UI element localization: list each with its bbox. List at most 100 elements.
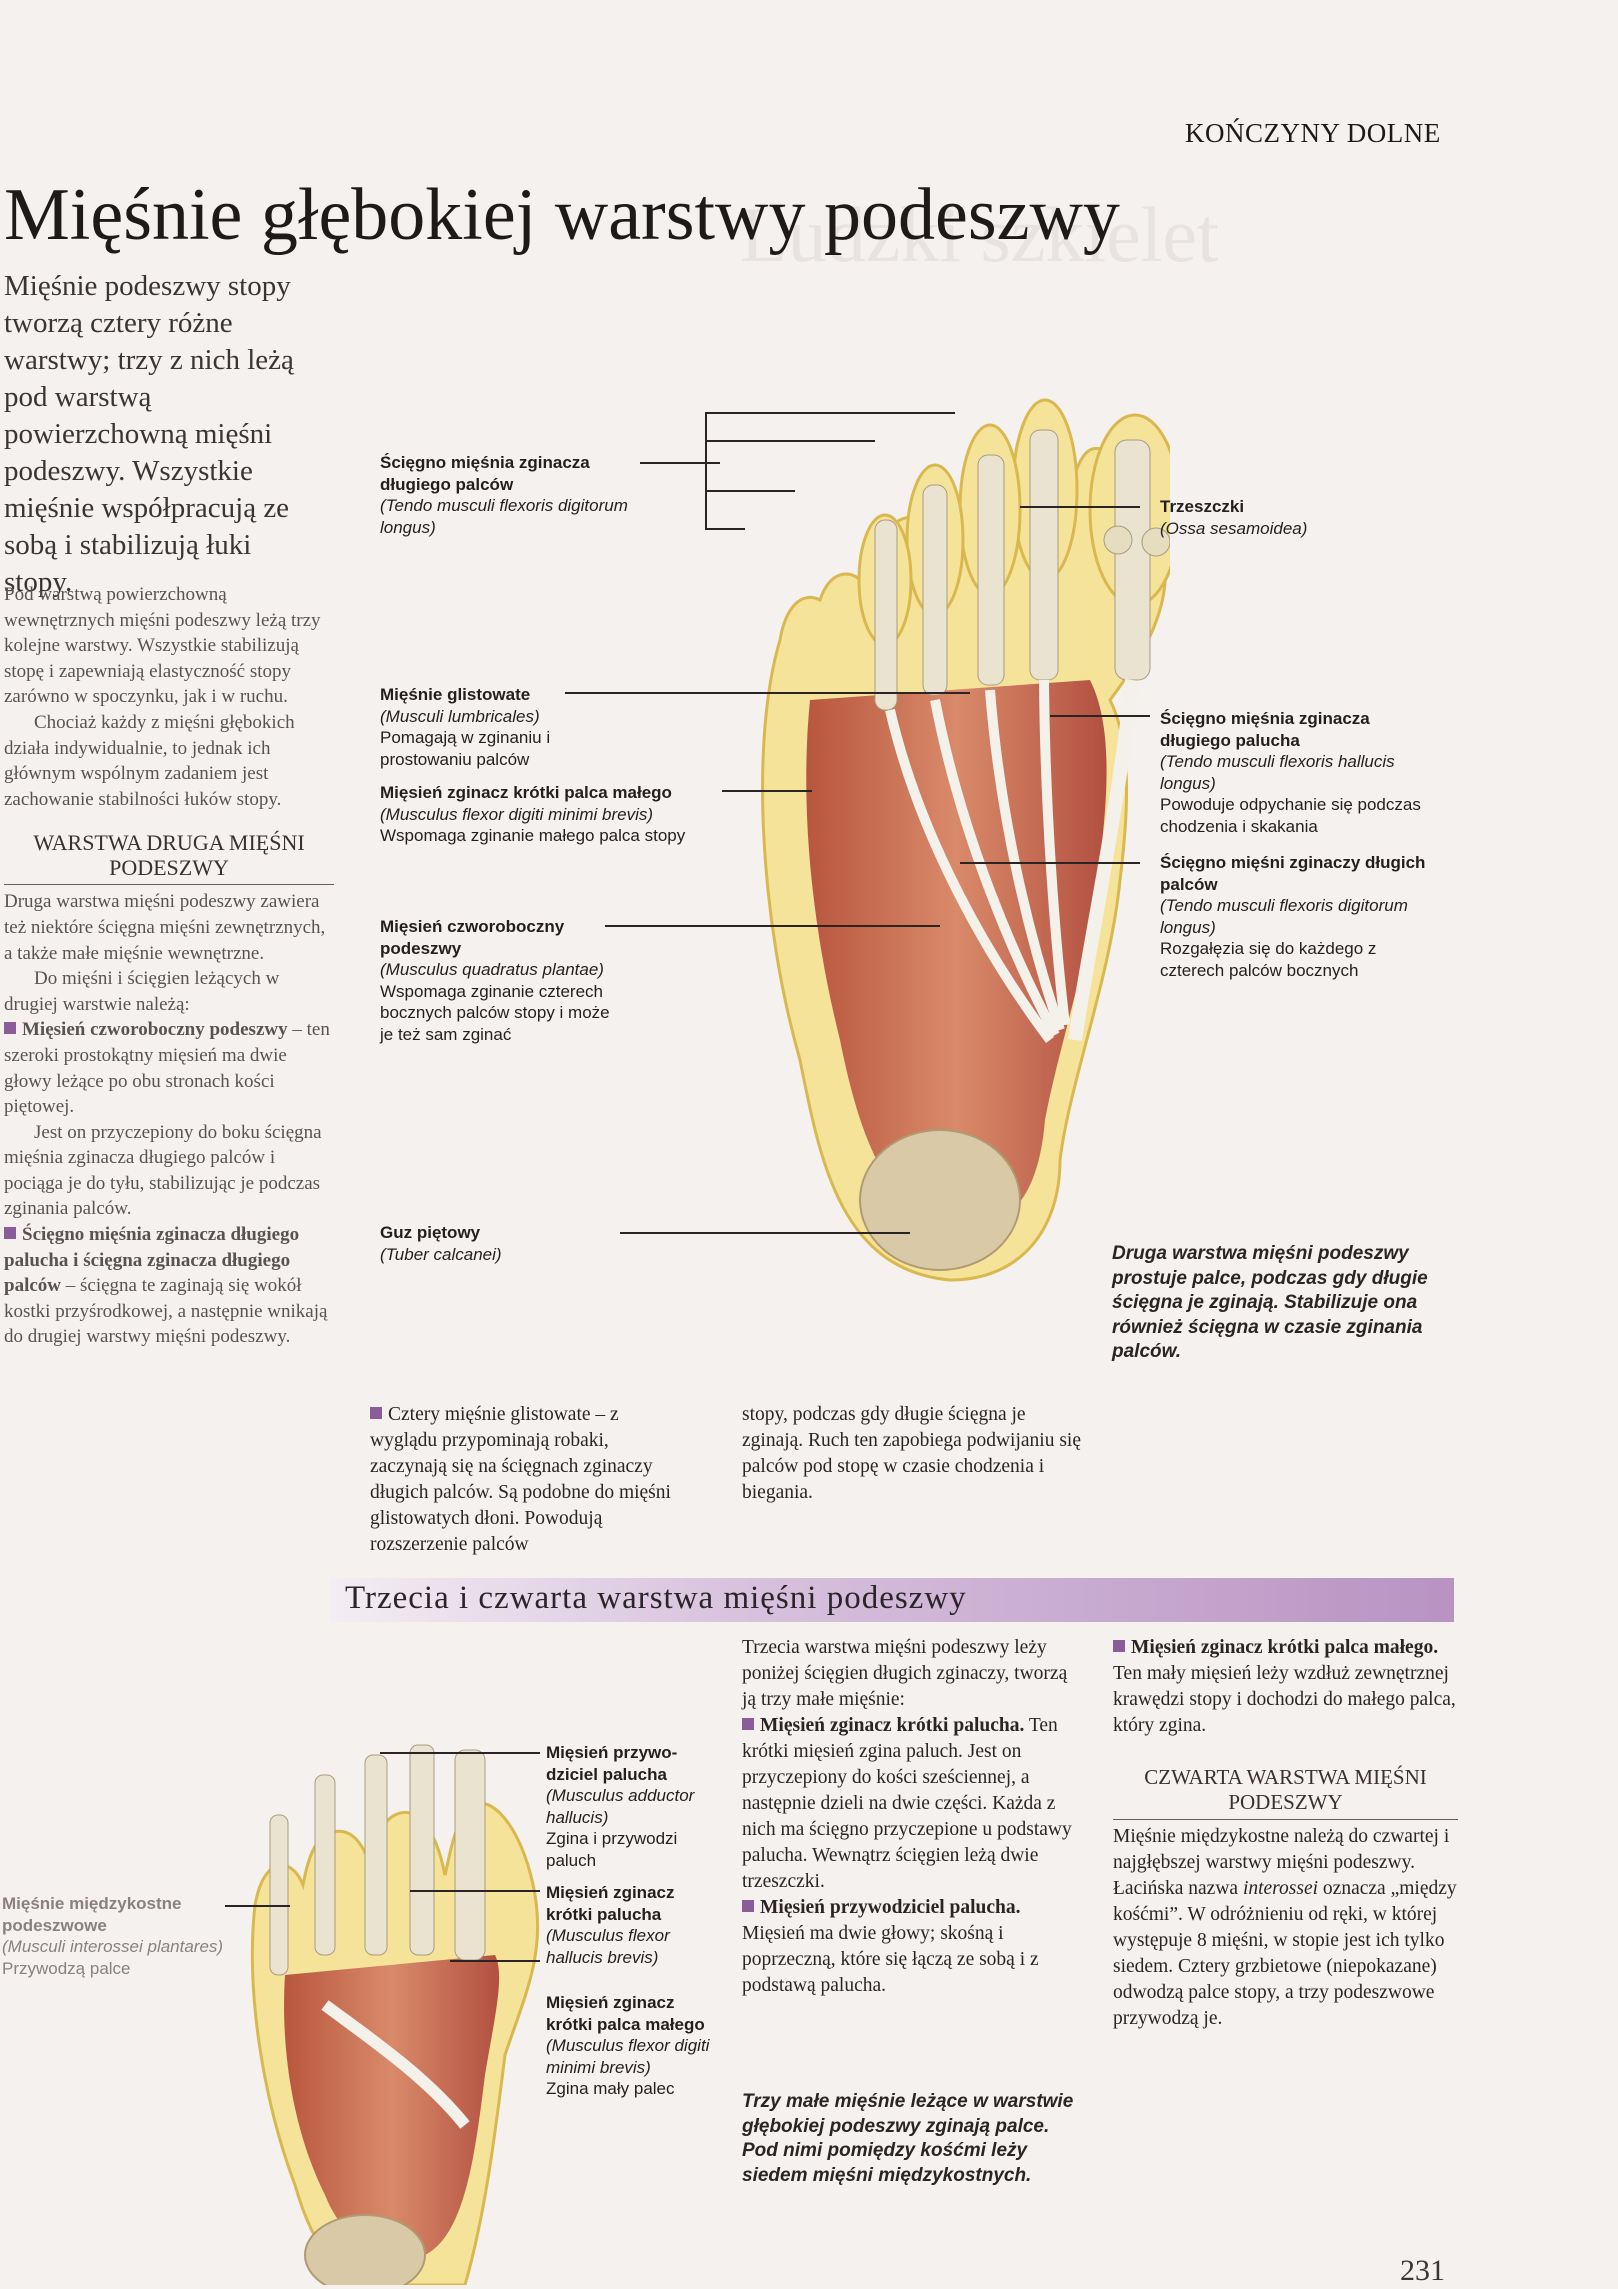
label-name: Ścięgno mięśni zginaczy długich palców [1160,853,1426,894]
label-name: Mięśnie glistowate [380,685,531,704]
label-latin: (Musculus flexor hallucis brevis) [546,1926,670,1967]
label-sesamoid: Trzeszczki (Ossa sesamoidea) [1160,496,1420,539]
label-name: Ścięgno mięśnia zginacza długiego palców [380,453,590,494]
leader-line [450,1960,540,1962]
third-layer-column: Trzecia warstwa mięśni podeszwy leży pon… [742,1635,1077,1999]
label-desc: Rozgałęzia się do każdego z czterech pal… [1160,939,1377,980]
item-title: Mięsień zginacz krótki palca małego. [1131,1637,1439,1658]
left-item-2: Ścięgno mięśnia zginacza długiego paluch… [4,1222,334,1350]
fourth-layer-paragraph: Mięśnie międzykostne należą do czwartej … [1113,1824,1458,2032]
section-title: Trzecia i czwarta warstwa mięśni podeszw… [345,1580,967,1616]
leader-line [380,1752,540,1754]
label-name: Guz piętowy [380,1223,481,1242]
label-name: Trzeszczki [1160,497,1245,516]
label-lumbricales: Mięśnie glistowate (Musculi lumbricales)… [380,684,610,770]
label-latin: (Musculi lumbricales) [380,706,540,726]
label-name: Mięśnie międzykostne podeszwowe [2,1894,182,1935]
leader-line [620,1232,910,1234]
left-paragraph-1: Pod warstwą powierzchowną wewnętrznych m… [4,584,321,708]
leader-line [705,440,875,442]
label-desc: Wspomaga zginanie czterech bocznych palc… [380,981,610,1044]
text-part: oznacza „między kośćmi”. W odróżnieniu o… [1113,1878,1457,2029]
left-item-1-text: – ten szeroki prostokątny mięsień ma dwi… [4,1019,330,1118]
leader-line [225,1905,290,1907]
label-desc: Powoduje odpychanie się podczas chodzeni… [1160,795,1421,836]
leader-line [605,925,940,927]
mid-item-text: – z wyglądu przypominają robaki, zaczyna… [370,1404,671,1555]
label-name: Mięsień zginacz krótki palca małego [546,1993,705,2034]
item-text: Mięsień ma dwie głowy; skośną i poprzecz… [742,1923,1039,1996]
label-latin: (Musculus flexor digiti minimi brevis) [546,2036,710,2077]
label-flexor-digiti-minimi: Mięsień zginacz krótki palca małego (Mus… [380,782,730,847]
leader-line [1050,715,1150,717]
fourth-column-item: Mięsień zginacz krótki palca małego. Ten… [1113,1635,1458,1739]
mid-item-title: Cztery mięśnie glistowate [388,1404,591,1425]
left-item-2-text: – ścięgna te zaginają się wokół kostki p… [4,1275,328,1348]
item-title: Mięsień przywodziciel palucha. [760,1897,1021,1918]
label-latin: (Tuber calcanei) [380,1244,502,1264]
left-column: Pod warstwą powierzchowną wewnętrznych m… [4,582,334,1350]
label-flexor-hallucis-brevis: Mięsień zginacz krótki palucha (Musculus… [546,1882,721,1968]
foot-illustration-deep [250,1744,540,2285]
label-desc: Wspomaga zginanie małego palca stopy [380,826,686,845]
label-latin: (Tendo musculi flexoris hallucis longus) [1160,752,1395,793]
label-desc: Zgina mały palec [546,2079,675,2098]
left-paragraph-3: Druga warstwa mięśni podeszwy zawiera te… [4,891,326,964]
caption-second-layer: Druga warstwa mięśni podeszwy prostuje p… [1112,1243,1428,1362]
label-desc: Pomagają w zginaniu i prostowaniu palców [380,728,551,769]
left-paragraph-2: Chociaż każdy z mięśni głębokich działa … [4,711,295,810]
left-paragraph-4: Do mięśni i ścięgien leżących w drugiej … [4,968,280,1015]
label-interossei: Mięśnie międzykostne podeszwowe (Musculi… [2,1893,242,1979]
bullet-icon [742,1900,754,1912]
label-latin: (Musculus flexor digiti minimi brevis) [380,804,654,824]
label-flexor-tendon: Ścięgno mięśnia zginacza długiego palców… [380,452,650,538]
label-desc: Przywodzą palce [2,1958,131,1978]
label-name: Ścięgno mięśnia zginacza długiego paluch… [1160,709,1370,750]
mid-column-2: stopy, podczas gdy długie ścięgna je zgi… [742,1404,1081,1503]
leader-line [1020,506,1140,508]
foot-illustration-main [761,398,1170,1282]
third-layer-item-1: Mięsień zginacz krótki palucha. Ten krót… [742,1713,1077,1895]
label-latin: (Musculus adductor hallucis) [546,1786,695,1827]
leader-line [705,412,955,414]
page-title: Mięśnie głębokiej warstwy podeszwy [4,174,1120,256]
label-latin: (Musculi interossei plantares) [2,1937,224,1956]
leader-line [410,1890,540,1892]
bullet-icon [4,1227,16,1240]
subhead-second-layer: WARSTWA DRUGA MIĘŚNI PODESZWY [4,830,334,886]
background-ghost-text: Ludzki szkielet [740,191,1219,278]
text-part: Mięśnie międzykostne należą do czwartej … [1113,1826,1450,1899]
label-name: Mięsień czworoboczny podeszwy [380,917,565,958]
section-header: KOŃCZYNY DOLNE [1185,118,1441,148]
leader-line [640,462,720,464]
left-item-1-title: Mięsień czworoboczny podeszwy [22,1019,288,1041]
label-name: Mięsień przywo-dziciel palucha [546,1743,678,1784]
fourth-layer-column: Mięsień zginacz krótki palca małego. Ten… [1113,1635,1458,2032]
third-layer-intro: Trzecia warstwa mięśni podeszwy leży pon… [742,1637,1068,1710]
latin-term: interossei [1242,1878,1319,1899]
item-text: Ten krótki mięsień zgina paluch. Jest on… [742,1715,1072,1892]
mid-column-1: Cztery mięśnie glistowate – z wyglądu pr… [370,1402,690,1558]
leader-line [565,692,970,694]
bullet-icon [4,1022,16,1035]
label-desc: Zgina i przywodzi paluch [546,1829,678,1870]
page-number: 231 [1400,2254,1445,2287]
label-latin: (Tendo musculi flexoris digitorum longus… [1160,896,1408,937]
item-title: Mięsień zginacz krótki palucha. [760,1715,1025,1736]
caption-third-layer: Trzy małe mięśnie leżące w warstwie głęb… [742,2091,1074,2186]
bullet-icon [1113,1640,1125,1652]
leader-line [705,490,795,492]
third-layer-item-2: Mięsień przywodziciel palucha. Mięsień m… [742,1895,1077,1999]
bullet-icon [370,1407,382,1419]
left-item-2-title: Ścięgno mięśnia zginacza długiego paluch… [4,1224,300,1297]
left-item-1: Mięsień czworoboczny podeszwy – ten szer… [4,1017,334,1119]
label-digitorum-tendons: Ścięgno mięśni zginaczy długich palców (… [1160,852,1430,981]
label-latin: (Musculus quadratus plantae) [380,960,604,979]
leader-line [705,412,707,530]
label-adductor-hallucis: Mięsień przywo-dziciel palucha (Musculus… [546,1742,721,1871]
label-latin: (Ossa sesamoidea) [1160,518,1308,538]
subhead-fourth-layer: CZWARTA WARSTWA MIĘŚNI PODESZWY [1113,1765,1458,1820]
section-bar [330,1578,1454,1622]
label-name: Mięsień zginacz krótki palucha [546,1883,675,1924]
intro-text: Mięśnie podeszwy stopy tworzą cztery róż… [4,270,294,598]
